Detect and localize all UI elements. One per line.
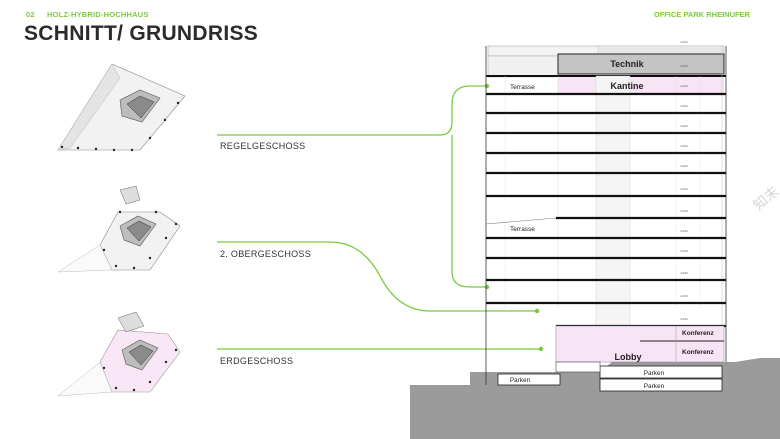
svg-text:+00,00: +00,00 xyxy=(680,41,688,44)
leader-lines xyxy=(217,85,541,350)
plan-2-obergeschoss xyxy=(57,185,181,273)
svg-text:+00,00: +00,00 xyxy=(680,165,688,168)
label-erdgeschoss: ERDGESCHOSS xyxy=(220,356,294,366)
leader-dots xyxy=(484,83,544,352)
label-parken-right-lower: Parken xyxy=(644,383,665,390)
label-terrasse-top: Terrasse xyxy=(510,84,535,91)
label-parken-right-upper: Parken xyxy=(644,370,665,377)
label-parken-left: Parken xyxy=(510,377,531,384)
label-konferenz-lower: Konferenz xyxy=(682,349,715,356)
label-kantine: Kantine xyxy=(610,81,643,91)
label-2-obergeschoss: 2. OBERGESCHOSS xyxy=(220,249,312,259)
project-name: OFFICE PARK RHEINUFER xyxy=(653,10,750,19)
svg-text:+00,00: +00,00 xyxy=(680,272,688,275)
section-title: HOLZ-HYBRID-HOCHHAUS xyxy=(47,10,149,19)
label-technik: Technik xyxy=(610,59,644,69)
svg-text:+00,00: +00,00 xyxy=(680,125,688,128)
svg-text:+00,00: +00,00 xyxy=(680,230,688,233)
svg-text:+00,00: +00,00 xyxy=(680,105,688,108)
svg-text:+00,00: +00,00 xyxy=(680,210,688,213)
label-terrasse-mid: Terrasse xyxy=(510,226,535,233)
building-section: +00,00 +00,00 +00,00 +00,00 +00,00 +00,0… xyxy=(410,41,780,439)
svg-text:+00,00: +00,00 xyxy=(680,250,688,253)
plan-regelgeschoss xyxy=(57,63,186,152)
label-regelgeschoss: REGELGESCHOSS xyxy=(220,141,306,151)
page-title: SCHNITT/ GRUNDRISS xyxy=(24,22,259,45)
plan-erdgeschoss xyxy=(57,311,181,397)
svg-text:+00,00: +00,00 xyxy=(680,318,688,321)
section-header: 02 HOLZ-HYBRID-HOCHHAUS xyxy=(26,10,149,19)
svg-text:+00,00: +00,00 xyxy=(680,145,688,148)
svg-text:+00,00: +00,00 xyxy=(680,188,688,191)
svg-text:+00,00: +00,00 xyxy=(680,65,688,68)
section-number: 02 xyxy=(26,10,35,19)
svg-text:+00,00: +00,00 xyxy=(680,295,688,298)
svg-text:+00,00: +00,00 xyxy=(680,85,688,88)
label-lobby: Lobby xyxy=(615,352,642,362)
label-konferenz-upper: Konferenz xyxy=(682,330,715,337)
